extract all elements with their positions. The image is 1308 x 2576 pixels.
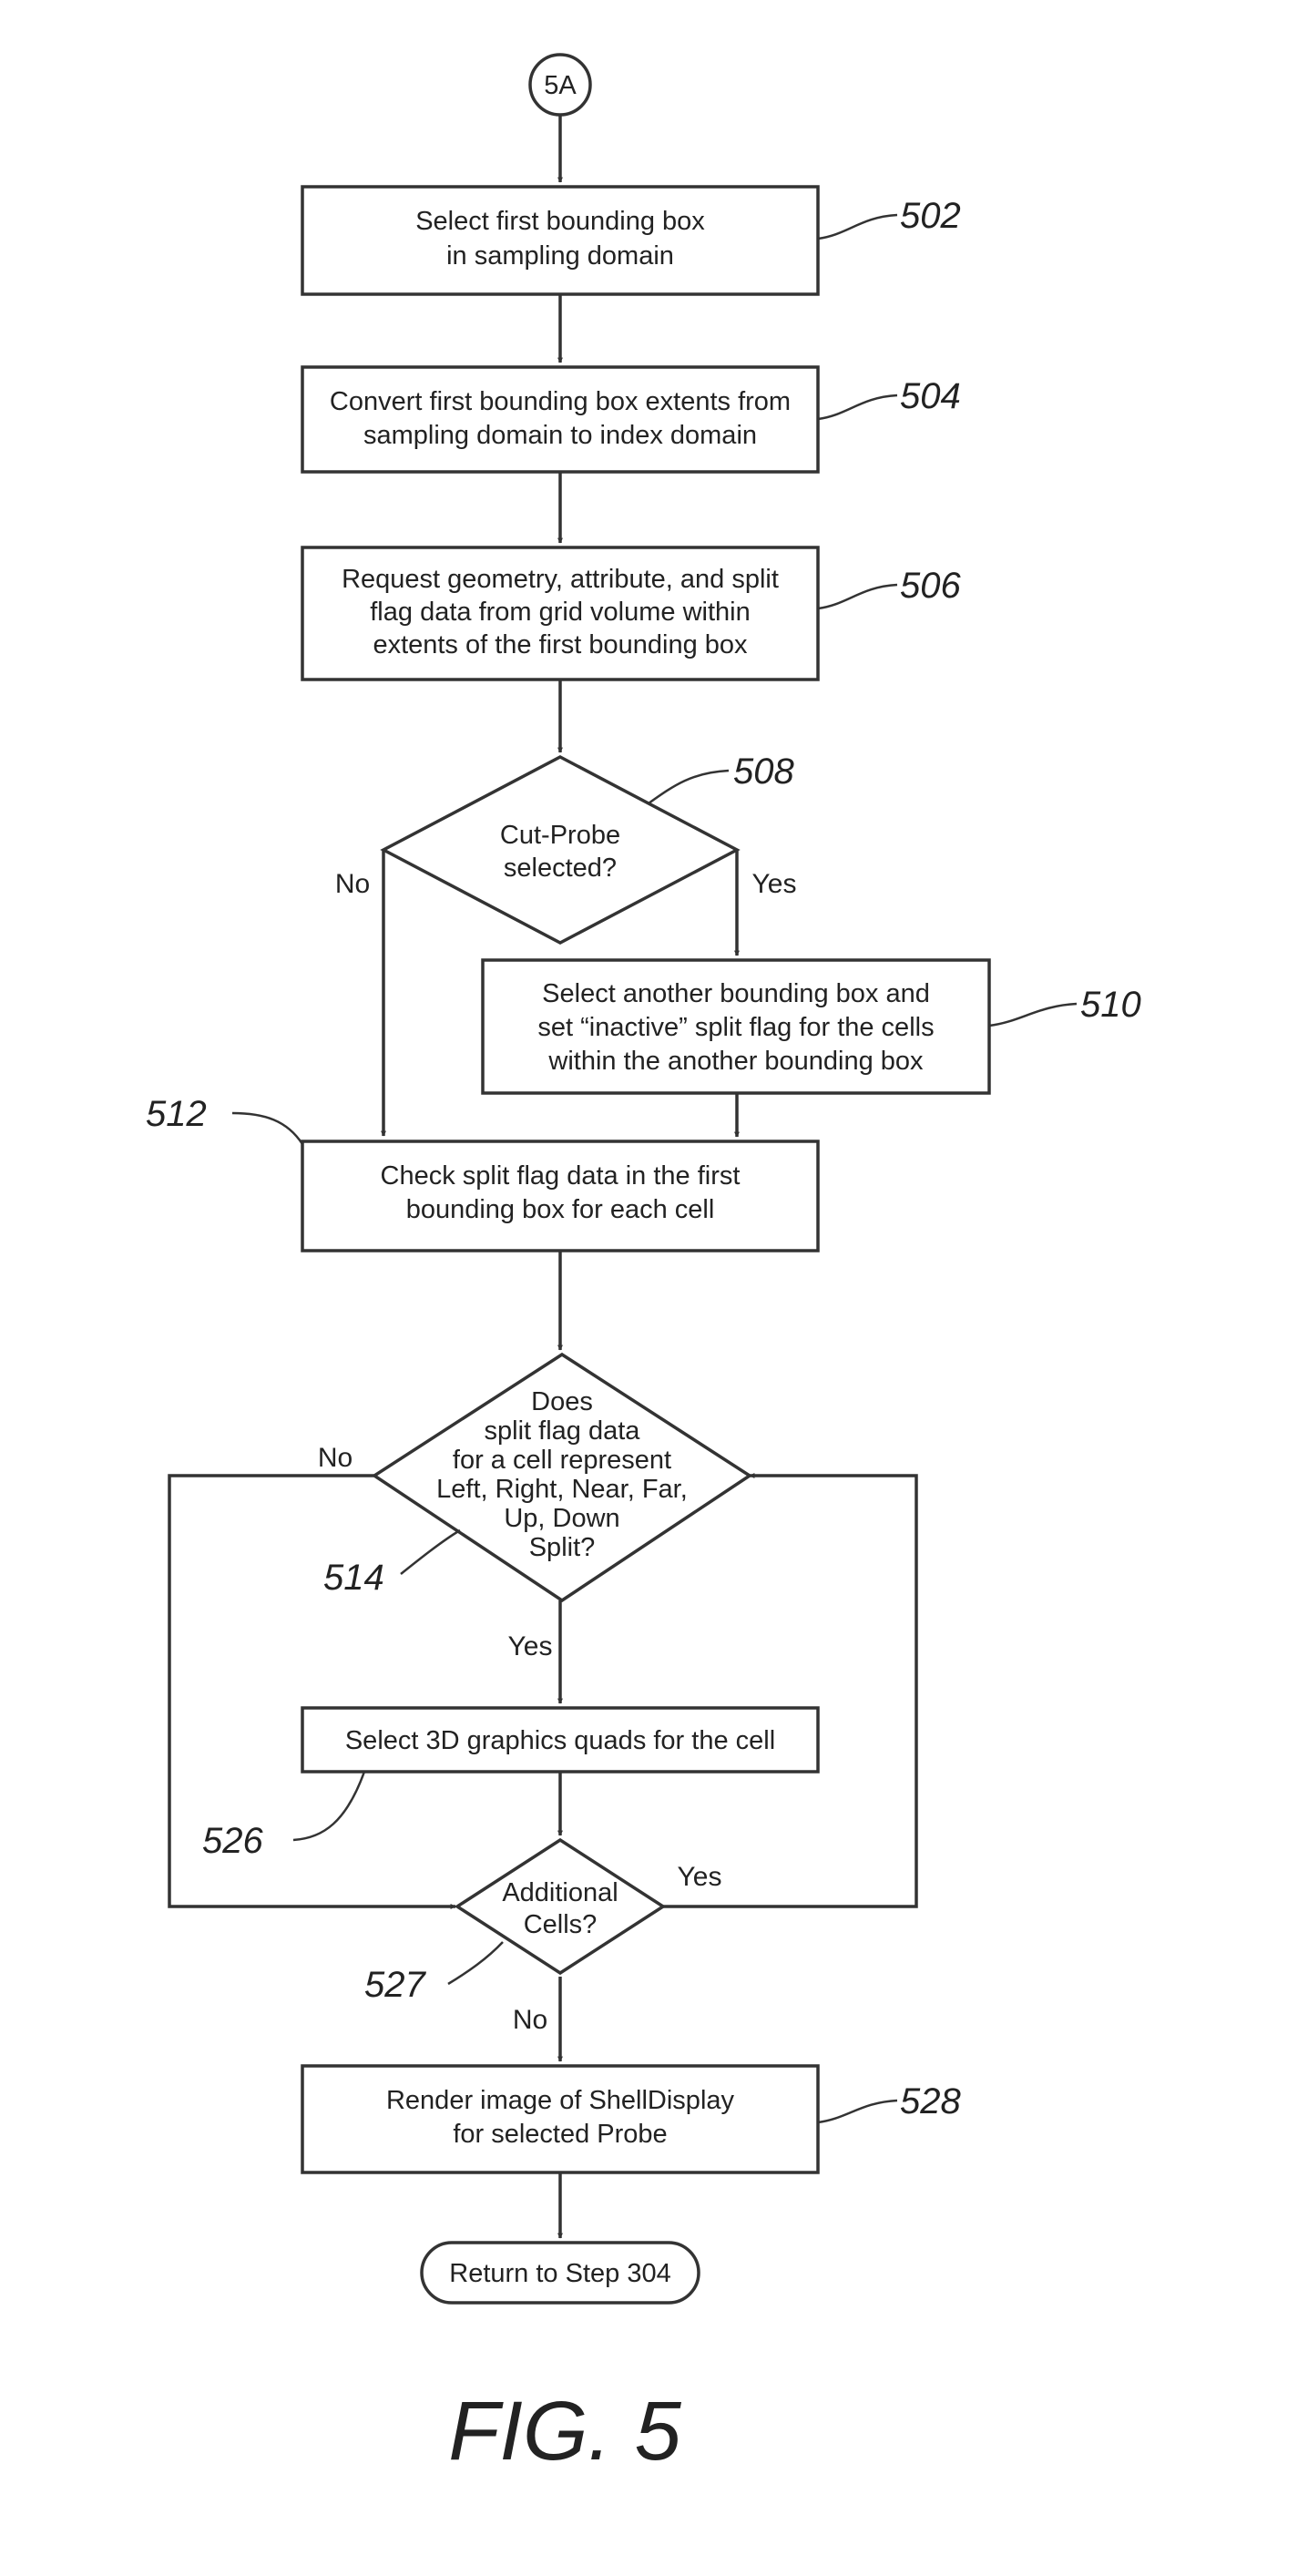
- step-502-line-1: Select first bounding box: [415, 207, 705, 236]
- decision-514-yes-label: Yes: [508, 1631, 553, 1661]
- decision-508-line-2: selected?: [504, 854, 617, 883]
- end-terminal: Return to Step 304: [422, 2243, 699, 2303]
- decision-508-no-label: No: [335, 869, 370, 899]
- step-512-line-2: bounding box for each cell: [406, 1195, 715, 1224]
- decision-527: Additional Cells?: [457, 1840, 663, 1973]
- step-528-box: Render image of ShellDisplay for selecte…: [302, 2066, 818, 2172]
- step-510-line-1: Select another bounding box and: [542, 979, 930, 1008]
- ref-502-leader: [818, 215, 897, 239]
- step-504-line-2: sampling domain to index domain: [363, 421, 757, 450]
- ref-504: 504: [900, 376, 961, 416]
- step-504-box: Convert first bounding box extents from …: [302, 367, 818, 472]
- step-526-line-1: Select 3D graphics quads for the cell: [345, 1726, 775, 1755]
- ref-527-leader: [448, 1942, 503, 1984]
- ref-502: 502: [900, 196, 961, 236]
- decision-514-line-5: Up, Down: [504, 1504, 619, 1533]
- end-terminal-label: Return to Step 304: [449, 2259, 670, 2288]
- step-526-box: Select 3D graphics quads for the cell: [302, 1708, 818, 1772]
- ref-514-leader: [401, 1530, 460, 1574]
- step-512-line-1: Check split flag data in the first: [381, 1161, 741, 1191]
- decision-514-line-3: for a cell represent: [453, 1446, 671, 1475]
- ref-512: 512: [146, 1094, 207, 1134]
- arrow-527-yes-loop: [663, 1476, 916, 1906]
- step-512-box: Check split flag data in the first bound…: [302, 1141, 818, 1251]
- ref-508-leader: [649, 771, 729, 803]
- step-506-box: Request geometry, attribute, and split f…: [302, 547, 818, 680]
- step-506-line-2: flag data from grid volume within: [370, 598, 750, 627]
- connector-5a: 5A: [530, 55, 590, 115]
- ref-526: 526: [202, 1821, 263, 1861]
- ref-514: 514: [323, 1558, 384, 1598]
- connector-label: 5A: [544, 71, 577, 100]
- decision-527-line-1: Additional: [502, 1878, 618, 1907]
- step-506-line-3: extents of the first bounding box: [373, 630, 748, 659]
- decision-514-line-6: Split?: [529, 1533, 596, 1562]
- step-502-line-2: in sampling domain: [446, 241, 674, 271]
- ref-528: 528: [900, 2081, 961, 2121]
- ref-510: 510: [1080, 985, 1141, 1025]
- decision-508-yes-label: Yes: [752, 869, 797, 899]
- ref-526-leader: [293, 1772, 364, 1840]
- decision-508: Cut-Probe selected?: [383, 757, 737, 943]
- ref-508: 508: [733, 751, 794, 792]
- decision-508-line-1: Cut-Probe: [500, 821, 620, 850]
- step-504-line-1: Convert first bounding box extents from: [330, 387, 791, 416]
- ref-528-leader: [818, 2101, 897, 2122]
- ref-527: 527: [364, 1965, 426, 2005]
- decision-514-line-2: split flag data: [485, 1416, 641, 1446]
- decision-514-line-4: Left, Right, Near, Far,: [436, 1475, 688, 1504]
- decision-527-yes-label: Yes: [678, 1862, 722, 1892]
- decision-514-line-1: Does: [531, 1387, 593, 1416]
- decision-527-line-2: Cells?: [524, 1910, 598, 1939]
- ref-512-leader: [232, 1113, 302, 1144]
- ref-510-leader: [989, 1004, 1077, 1026]
- step-528-line-2: for selected Probe: [453, 2120, 667, 2149]
- ref-506: 506: [900, 566, 961, 606]
- decision-527-no-label: No: [513, 2005, 547, 2035]
- step-510-box: Select another bounding box and set “ina…: [483, 960, 989, 1093]
- figure-caption: FIG. 5: [448, 2385, 681, 2478]
- step-506-line-1: Request geometry, attribute, and split: [342, 565, 779, 594]
- step-502-box: Select first bounding box in sampling do…: [302, 187, 818, 294]
- step-510-line-3: within the another bounding box: [547, 1047, 924, 1076]
- step-510-line-2: set “inactive” split flag for the cells: [537, 1013, 934, 1042]
- decision-514: Does split flag data for a cell represen…: [374, 1354, 750, 1600]
- ref-506-leader: [818, 585, 897, 608]
- decision-514-no-label: No: [318, 1443, 353, 1473]
- ref-504-leader: [818, 395, 897, 419]
- step-528-line-1: Render image of ShellDisplay: [386, 2086, 735, 2115]
